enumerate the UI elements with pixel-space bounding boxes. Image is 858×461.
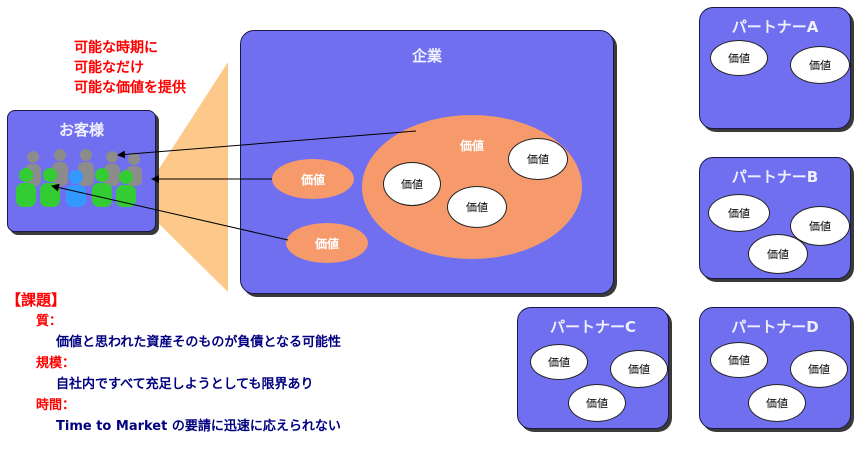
issues-section: 【課題】 質： 価値と思われた資産そのものが負債となる可能性 規模： 自社内です… (6, 290, 506, 437)
partner-b-value-2: 価値 (790, 206, 850, 246)
big-value-label: 価値 (459, 139, 484, 153)
company-inner-value-3: 価値 (447, 186, 507, 228)
issue-scale-label: 規模： (36, 356, 76, 371)
partner-d-value-3: 価値 (748, 384, 806, 422)
partner-b-title: パートナーB (731, 168, 819, 186)
issue-time-label: 時間： (36, 398, 76, 413)
partner-d-value-2: 価値 (790, 350, 848, 388)
partner-c-value-3: 価値 (568, 384, 626, 422)
partner-d-panel: パートナーD 価値 価値 価値 (699, 307, 851, 429)
issue-scale-text: 自社内ですべて充足しようとしても限界あり (56, 377, 314, 392)
partner-a-panel: パートナーA 価値 価値 (699, 7, 851, 129)
callout-line-2: 可能なだけ (74, 60, 144, 76)
partner-a-value-1: 価値 (710, 40, 768, 76)
partner-b-value-3: 価値 (748, 234, 808, 274)
company-title: 企業 (411, 47, 442, 65)
callout-line-1: 可能な時期に (74, 40, 158, 56)
partner-c-value-1: 価値 (530, 344, 588, 380)
partner-b-value-1: 価値 (708, 194, 770, 232)
company-panel: 企業 価値 価値 価値 価値 価値 価値 (240, 30, 614, 294)
company-inner-value-2: 価値 (508, 138, 568, 180)
company-inner-value-1: 価値 (383, 162, 441, 206)
issues-heading: 【課題】 (6, 291, 67, 309)
company-side-value-2: 価値 (286, 223, 368, 263)
callout-text: 可能な時期に 可能なだけ 可能な価値を提供 (74, 38, 186, 98)
partner-c-panel: パートナーC 価値 価値 価値 (517, 307, 669, 429)
partner-d-title: パートナーD (731, 318, 819, 336)
partner-c-title: パートナーC (549, 318, 636, 336)
issue-quality-label: 質： (36, 314, 63, 329)
arrow-big-value-to-customer (117, 130, 417, 159)
partner-a-value-2: 価値 (790, 46, 850, 84)
issue-time-text: Time to Market の要請に迅速に応えられない (56, 419, 341, 434)
company-side-value-1: 価値 (272, 159, 354, 199)
partner-d-value-1: 価値 (710, 342, 768, 378)
issue-quality-text: 価値と思われた資産そのものが負債となる可能性 (56, 335, 341, 350)
partner-c-value-2: 価値 (610, 350, 668, 388)
arrow-side-value-2-to-customer (51, 183, 289, 241)
partner-b-panel: パートナーB 価値 価値 価値 (699, 157, 851, 279)
partner-a-title: パートナーA (731, 18, 819, 36)
callout-line-3: 可能な価値を提供 (74, 80, 186, 96)
customer-title: お客様 (58, 121, 104, 139)
